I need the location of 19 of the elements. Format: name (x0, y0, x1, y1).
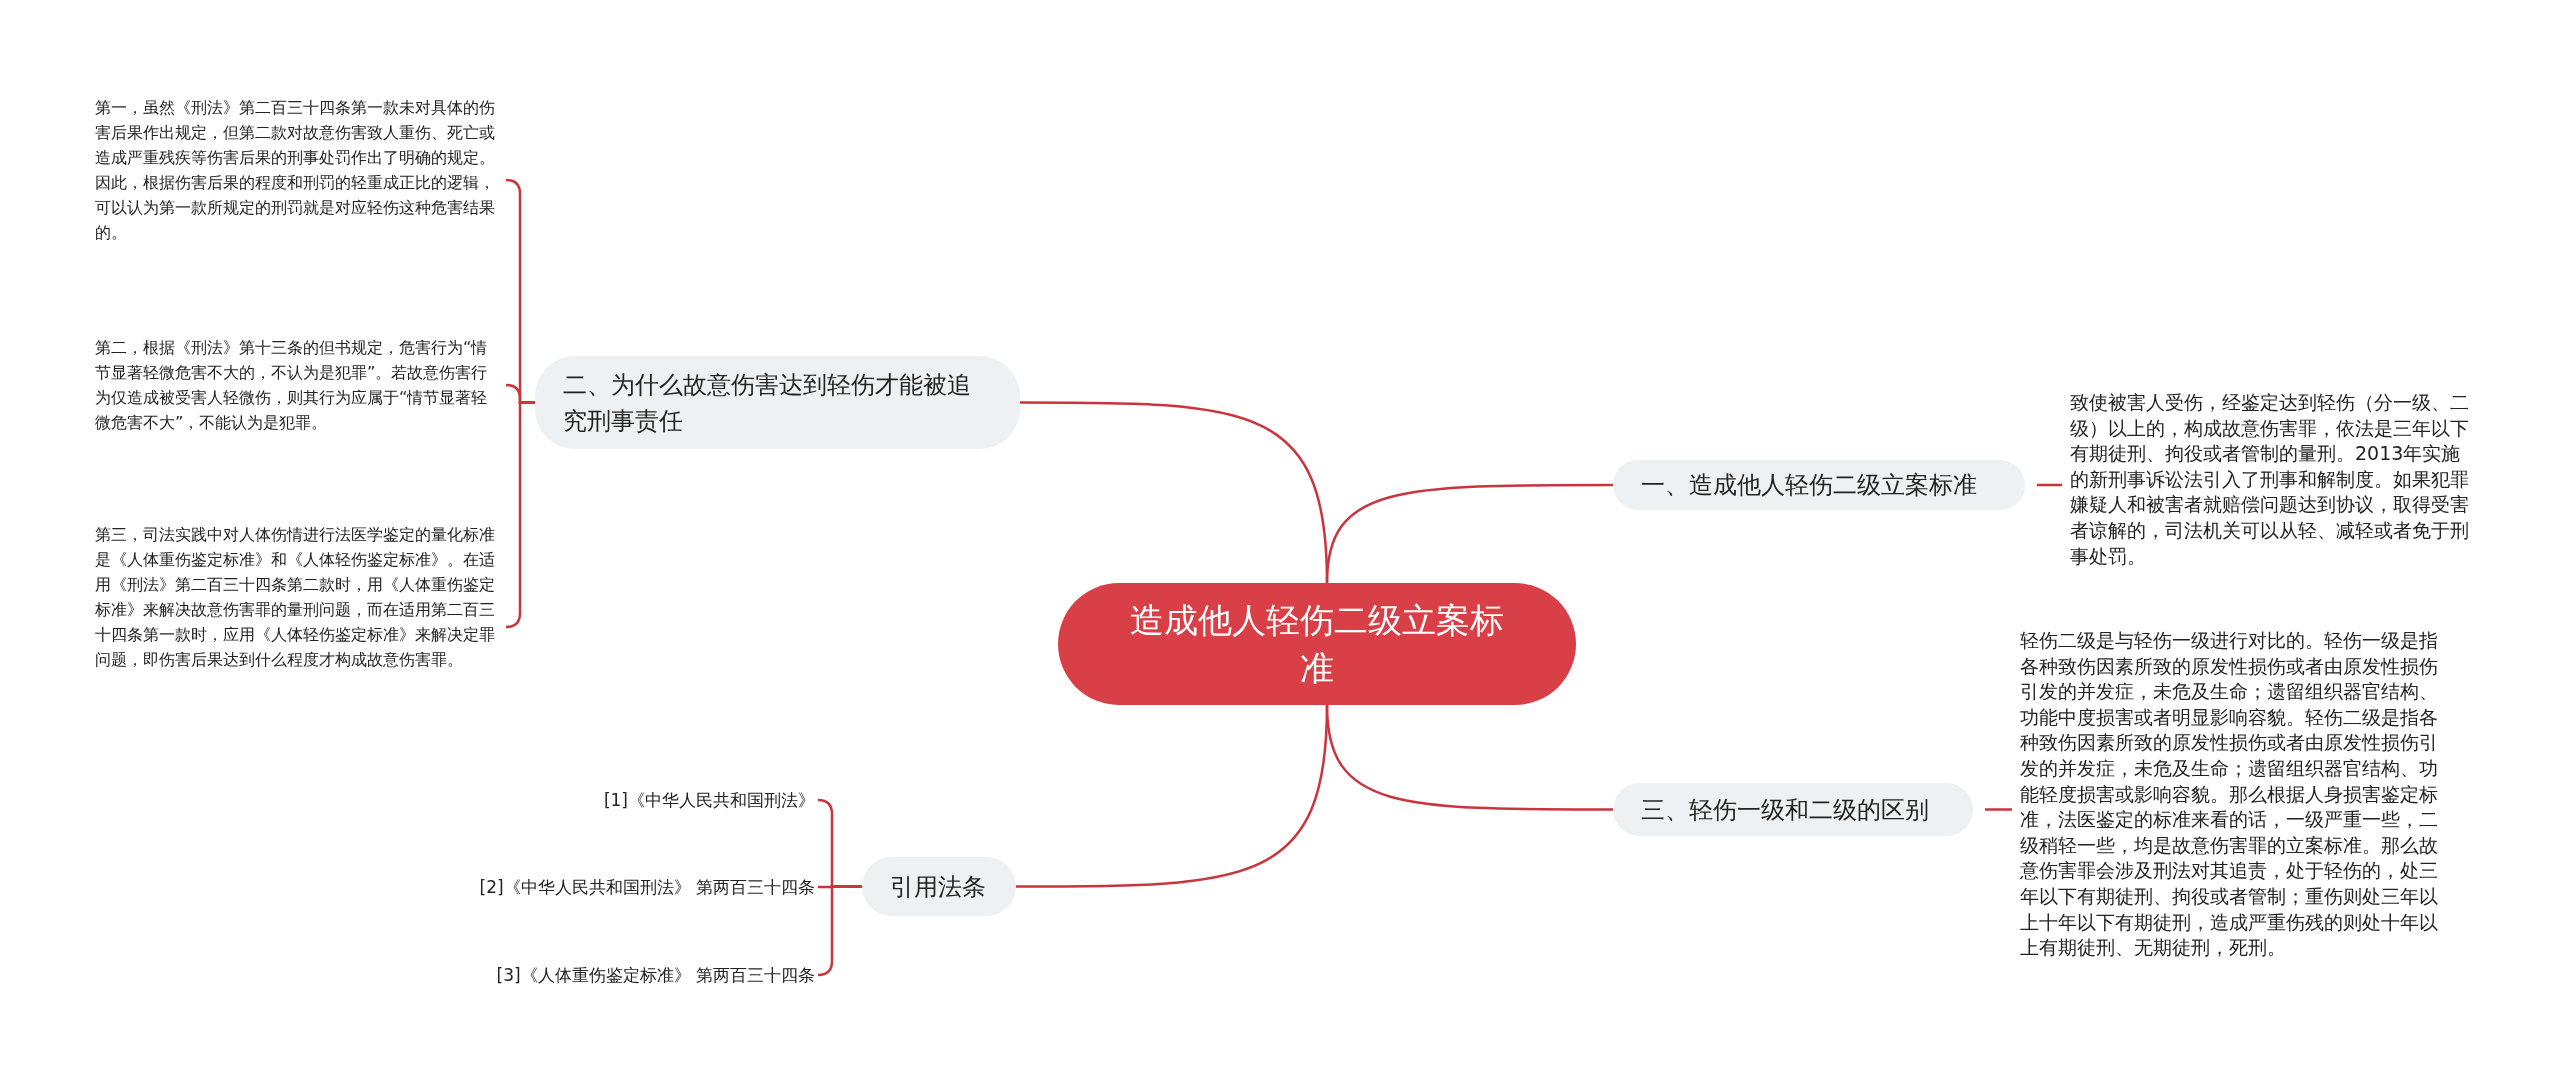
branch-line (816, 885, 862, 977)
branch-line (1016, 704, 1329, 888)
topic-box: 三、轻伤一级和二级的区别 (1613, 783, 1973, 836)
branch-line (1020, 401, 1329, 584)
central-topic: 造成他人轻伤二级立案标准 (1058, 583, 1576, 705)
branch-line (2037, 483, 2062, 487)
branch-line (1985, 808, 2012, 811)
reference-text: [3]《人体重伤鉴定标准》 第两百三十四条 (400, 963, 815, 987)
note-text: 轻伤二级是与轻伤一级进行对比的。轻伤一级是指各种致伤因素所致的原发性损伤或者由原发性损伤引发的并发症，未危及生命；遗留组织器官结构、功能中度损害或者明显影响容貌。轻伤二级是指各种致伤因素所致的原发性损伤或者由原发性损伤引发的并发症，未危及生命；遗留组织器官结构、功能轻度损害或影响容貌。那么根据人身损害鉴定标准，法医鉴定的标准来看的话，一级严重一些，二级稍轻一些，均是故意伤害罪的立案标准。那么故意伤害罪会涉及刑法对其追责，处于轻伤的，处三年以下有期徒刑、拘役或者管制；重伤则处三年以上十年以下有期徒刑，造成严重伤残的则处十年以上有期徒刑、无期徒刑，死刑。 (2020, 628, 2438, 961)
topic-box: 引用法条 (862, 857, 1016, 916)
note-text: 第三，司法实践中对人体伤情进行法医学鉴定的量化标准是《人体重伤鉴定标准》和《人体轻伤鉴定标准》。在适用《刑法》第二百三十四条第二款时，用《人体重伤鉴定标准》来解决故意伤害罪的量刑问题，而在适用第二百三十四条第一款时，应用《人体轻伤鉴定标准》来解决定罪问题，即伤害后果达到什么程度才构成故意伤害罪。 (95, 522, 503, 672)
topic-box: 一、造成他人轻伤二级立案标准 (1613, 460, 2025, 510)
note-text: 第一，虽然《刑法》第二百三十四条第一款未对具体的伤害后果作出规定，但第二款对故意伤害致人重伤、死亡或造成严重残疾等伤害后果的刑事处罚作出了明确的规定。因此，根据伤害后果的程度和刑罚的轻重成正比的逻辑，可以认为第一款所规定的刑罚就是对应轻伤这种危害结果的。 (95, 95, 503, 245)
note-text: 第二，根据《刑法》第十三条的但书规定，危害行为“情节显著轻微危害不大的，不认为是犯罪”。若故意伤害行为仅造成被受害人轻微伤，则其行为应属于“情节显著轻微危害不大”，不能认为是犯罪。 (95, 335, 503, 435)
reference-text: [2]《中华人民共和国刑法》 第两百三十四条 (400, 875, 815, 899)
branch-line (504, 401, 535, 629)
note-text: 致使被害人受伤，经鉴定达到轻伤（分一级、二级）以上的，构成故意伤害罪，依法是三年以下有期徒刑、拘役或者管制的量刑。2013年实施的新刑事诉讼法引入了刑事和解制度。如果犯罪嫌疑人和被害者就赔偿问题达到协议，取得受害者谅解的，司法机关可以从轻、减轻或者免于刑事处罚。 (2070, 390, 2470, 570)
topic-box: 二、为什么故意伤害达到轻伤才能被追究刑事责任 (535, 356, 1020, 449)
reference-text: [1]《中华人民共和国刑法》 (400, 788, 815, 812)
